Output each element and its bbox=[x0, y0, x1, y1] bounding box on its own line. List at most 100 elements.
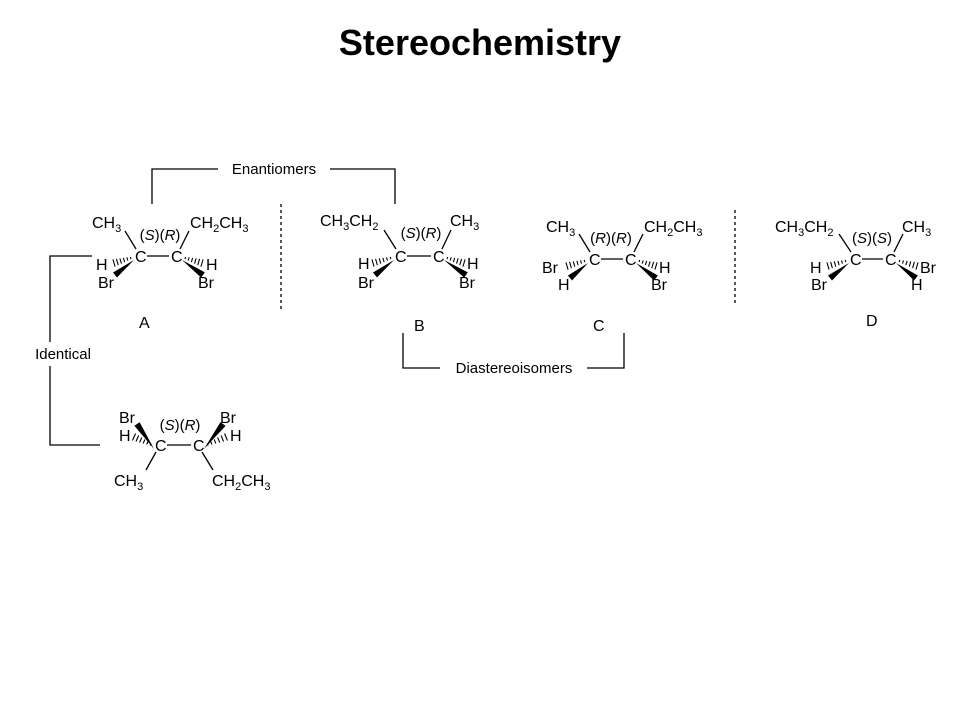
hashed-bond bbox=[446, 256, 466, 267]
hash-stroke bbox=[459, 258, 463, 266]
methyl-subscript: 3 bbox=[115, 223, 121, 235]
structure-label: D bbox=[866, 313, 878, 330]
carbon-atom: C bbox=[885, 252, 897, 269]
hydrogen-atom: H bbox=[558, 277, 570, 294]
bromine-atom: Br bbox=[811, 277, 828, 294]
hydrogen-atom: H bbox=[96, 257, 108, 274]
bracket-line bbox=[49, 366, 100, 446]
bromine-atom: Br bbox=[920, 260, 937, 277]
hash-stroke bbox=[449, 257, 452, 261]
hash-stroke bbox=[565, 262, 569, 270]
hash-stroke bbox=[833, 261, 837, 267]
ethyl-group: CH2CH3 bbox=[190, 215, 248, 235]
hash-stroke bbox=[576, 260, 579, 266]
carbon-group-bond bbox=[179, 230, 190, 250]
ethyl-group-text-2: CH bbox=[673, 219, 696, 236]
carbon-group-bond bbox=[893, 233, 904, 253]
carbon-atom: C bbox=[589, 252, 601, 269]
methyl-subscript: 3 bbox=[137, 481, 143, 493]
methyl-group: CH3 bbox=[546, 219, 575, 239]
methyl-subscript: 3 bbox=[569, 227, 575, 239]
hash-stroke bbox=[908, 261, 912, 267]
ethyl-group-subscript-2: 2 bbox=[372, 221, 378, 233]
hash-stroke bbox=[452, 257, 456, 263]
hash-stroke bbox=[119, 258, 122, 264]
bromine-atom: Br bbox=[119, 410, 136, 427]
methyl-text: CH bbox=[902, 219, 925, 236]
configuration-first: S bbox=[165, 417, 175, 434]
configuration-label: (S)(R) bbox=[140, 227, 181, 244]
diastereoisomers-bracket: Diastereoisomers bbox=[402, 333, 625, 377]
carbon-group-bond bbox=[201, 451, 214, 471]
hash-stroke bbox=[382, 257, 385, 263]
wedge-bond bbox=[373, 260, 394, 278]
configuration-second: R bbox=[426, 225, 437, 242]
wedge-bond bbox=[444, 260, 468, 278]
bromine-atom: Br bbox=[542, 260, 559, 277]
methyl-group: CH3 bbox=[902, 219, 931, 239]
page-title: Stereochemistry bbox=[338, 22, 622, 63]
ethyl-group-subscript-2: 3 bbox=[264, 481, 270, 493]
hash-stroke bbox=[844, 259, 847, 263]
hash-stroke bbox=[651, 261, 655, 269]
bromine-atom: Br bbox=[459, 275, 476, 292]
methyl-text: CH bbox=[450, 213, 473, 230]
hash-stroke bbox=[371, 259, 375, 267]
identical-label: Identical bbox=[35, 346, 91, 363]
hydrogen-atom: H bbox=[810, 260, 822, 277]
hash-stroke bbox=[224, 433, 228, 441]
methyl-subscript: 3 bbox=[473, 221, 479, 233]
enantiomers-bracket: Enantiomers bbox=[151, 161, 396, 204]
configuration-label: (S)(S) bbox=[852, 230, 892, 247]
carbon-group-bond bbox=[441, 229, 452, 250]
bracket-line bbox=[587, 333, 625, 369]
hash-stroke bbox=[830, 261, 833, 269]
hash-stroke bbox=[386, 257, 388, 261]
carbon-group-bond bbox=[383, 229, 397, 250]
hash-stroke bbox=[112, 259, 116, 267]
ethyl-group-subscript-2: 3 bbox=[696, 227, 702, 239]
hash-stroke bbox=[841, 260, 843, 264]
hash-stroke bbox=[220, 435, 225, 442]
carbon-group-bond bbox=[124, 230, 137, 250]
hash-stroke bbox=[375, 258, 378, 266]
ethyl-group-text-2: CH bbox=[349, 213, 372, 230]
configuration-first: S bbox=[145, 227, 155, 244]
ethyl-group-subscript-1: 2 bbox=[667, 227, 673, 239]
hash-stroke bbox=[122, 257, 126, 263]
methyl-subscript: 3 bbox=[925, 227, 931, 239]
wedge-bond bbox=[134, 422, 154, 449]
ethyl-group-text-2: CH bbox=[804, 219, 827, 236]
hash-stroke bbox=[644, 260, 648, 266]
hash-stroke bbox=[129, 256, 132, 260]
bracket-line bbox=[49, 255, 92, 342]
hash-stroke bbox=[197, 258, 201, 266]
hash-stroke bbox=[135, 435, 140, 442]
carbon-atom: C bbox=[135, 249, 147, 266]
hydrogen-atom: H bbox=[911, 277, 923, 294]
ethyl-group: CH3CH2 bbox=[320, 213, 378, 233]
hash-stroke bbox=[139, 437, 143, 443]
hashed-bond bbox=[826, 259, 847, 270]
bromine-atom: Br bbox=[220, 410, 237, 427]
hash-stroke bbox=[184, 256, 187, 260]
hash-stroke bbox=[200, 259, 204, 267]
hash-stroke bbox=[446, 256, 449, 260]
wedge-bond bbox=[567, 263, 588, 281]
methyl-group: CH3 bbox=[92, 215, 121, 235]
hash-stroke bbox=[213, 439, 217, 444]
wedge-bond bbox=[182, 260, 205, 278]
configuration-second: R bbox=[616, 230, 627, 247]
hash-stroke bbox=[217, 437, 221, 443]
hashed-bond bbox=[638, 259, 658, 270]
enantiomers-label: Enantiomers bbox=[232, 161, 316, 178]
hash-stroke bbox=[826, 262, 830, 270]
structure-label: B bbox=[414, 318, 425, 335]
bromine-atom: Br bbox=[198, 275, 215, 292]
hash-stroke bbox=[456, 258, 459, 264]
ethyl-group-text-1: CH bbox=[644, 219, 667, 236]
hydrogen-atom: H bbox=[467, 256, 479, 273]
ethyl-group: CH2CH3 bbox=[212, 473, 270, 493]
